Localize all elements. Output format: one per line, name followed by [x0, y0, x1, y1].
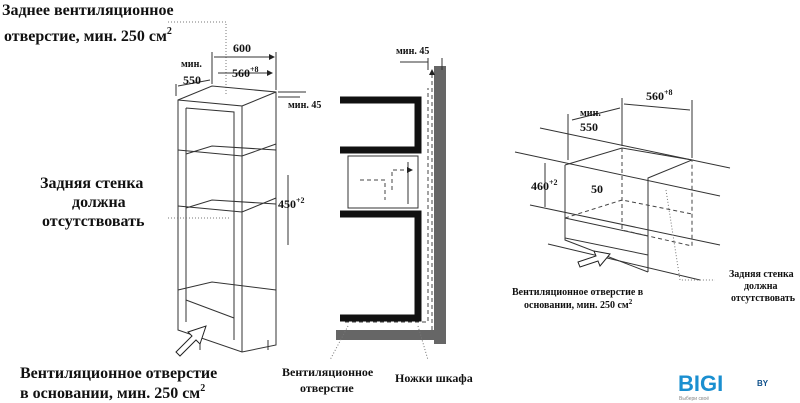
cabinet-shelves: [177, 143, 277, 213]
rear-vent-label-line1: Заднее вентиляционное: [2, 2, 174, 19]
right-base-vent-line2: основании, мин. 250 см2: [524, 298, 633, 311]
mid-dim-min45: мин. 45: [396, 46, 429, 57]
legs-label: Ножки шкафа: [395, 371, 473, 385]
dim-560: 560+8: [232, 65, 259, 80]
airflow-arrows: [345, 88, 429, 323]
base-vent-line1: Вентиляционное отверстие: [20, 365, 217, 382]
cabinet-outline: [177, 85, 277, 353]
dim-45-line: [278, 91, 306, 98]
vent-label-line2: отверстие: [300, 381, 354, 395]
dim-45-mid-line: [400, 58, 443, 70]
back-wall-line1: Задняя стенка: [40, 175, 143, 192]
cabinet-bottom: [177, 281, 277, 319]
rear-vent-label-line2: отверстие, мин. 250 см2: [4, 26, 172, 45]
back-wall-line2: должна: [72, 194, 126, 211]
base-vent-arrow-icon: [175, 325, 207, 357]
bigi-logo: BIGI BY Выбери своё: [678, 371, 769, 402]
dim-600: 600: [233, 41, 251, 55]
logo-suffix: BY: [757, 379, 769, 388]
section-view-drawing: мин. 45 Вентиляционное отверстие Ножки ш…: [282, 46, 473, 395]
right-back-wall-line2: должна: [744, 281, 778, 292]
upper-cabinet-section: [340, 96, 422, 154]
dim-550: 550: [183, 73, 201, 87]
floor: [336, 330, 446, 340]
dim-min-label: мин.: [181, 59, 202, 70]
tall-cabinet-drawing: Заднее вентиляционное отверстие, мин. 25…: [2, 2, 321, 402]
vent-label-line1: Вентиляционное: [282, 365, 374, 379]
oven-outline: [347, 155, 419, 209]
logo-text: BIGI: [678, 371, 723, 396]
right-dim-50: 50: [591, 182, 603, 196]
cabinet-front-edge: [177, 91, 277, 352]
back-wall-line3: отсутствовать: [42, 213, 145, 230]
right-dim-550: 550: [580, 120, 598, 134]
right-back-wall-leader: [665, 189, 715, 281]
wall: [434, 66, 446, 344]
drawer-front: [564, 217, 649, 256]
right-dim-560: 560+8: [646, 88, 673, 103]
right-dim-lines: [567, 98, 693, 160]
dim-600-line: [211, 52, 276, 90]
right-dim-460: 460+2: [531, 178, 558, 193]
logo-tagline: Выбери своё: [679, 396, 709, 402]
right-base-vent-line1: Вентиляционное отверстие в: [512, 287, 644, 298]
mid-leaders: [329, 325, 429, 361]
rear-vent-leader: [168, 21, 227, 95]
right-dim-min: мин.: [580, 108, 601, 119]
base-cabinet-drawing: 560+8 мин. 550 460+2 50 Задняя стенка до…: [512, 88, 796, 311]
cabinet-inner: [185, 107, 235, 340]
dim-min45: мин. 45: [288, 100, 321, 111]
counter-lines: [514, 127, 731, 281]
lower-cabinet-section: [340, 210, 422, 322]
right-back-wall-line3: отсутствовать: [731, 293, 796, 304]
dim-450: 450+2: [278, 196, 305, 211]
right-base-vent-arrow-icon: [577, 250, 611, 268]
base-vent-line2: в основании, мин. 250 см2: [20, 383, 205, 402]
hidden-lines: [564, 148, 693, 247]
dim-550-line: [175, 79, 211, 96]
right-back-wall-line1: Задняя стенка: [729, 269, 794, 280]
